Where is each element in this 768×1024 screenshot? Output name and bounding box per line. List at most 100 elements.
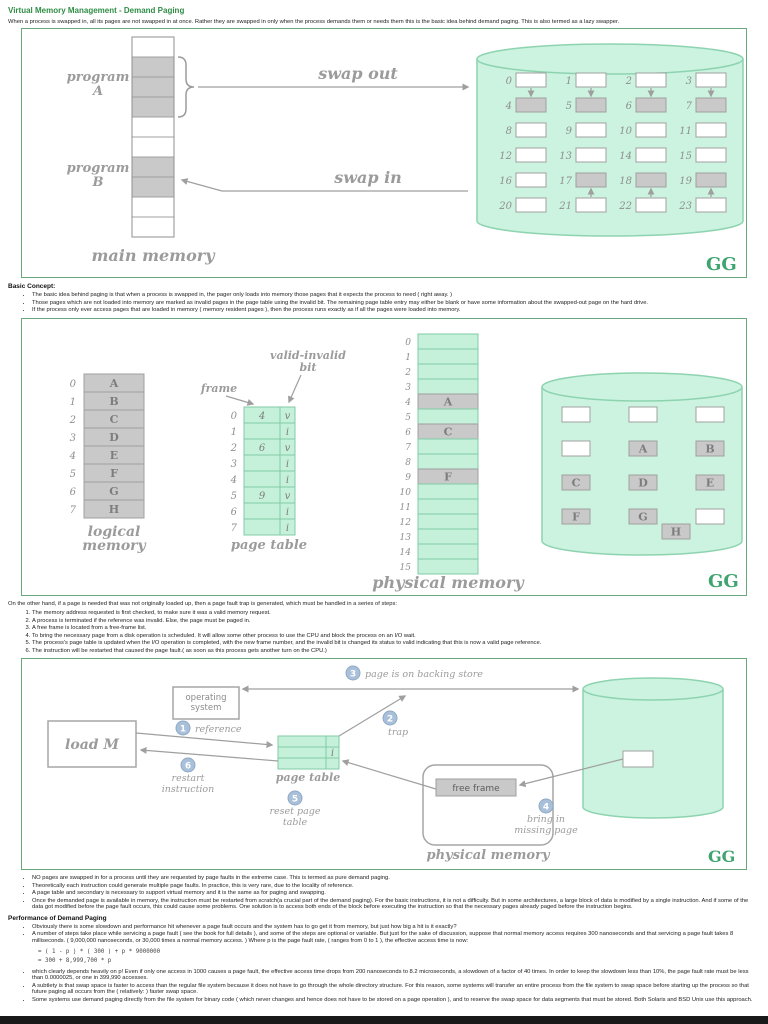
pure-demand-list: NO pages are swapped in for a process un… <box>8 875 760 910</box>
disk-block <box>515 122 547 138</box>
disk-block-number: 12 <box>499 151 512 162</box>
basic-concept-list: The basic idea behind paging is that whe… <box>8 292 760 313</box>
logical-memory-index: 6 <box>70 487 77 498</box>
frame-label: frame <box>200 382 237 395</box>
reference-arrow <box>135 732 274 749</box>
invalid-bit-value: i <box>331 748 334 759</box>
disk-block-number: 5 <box>566 101 572 112</box>
disk-block-number: 7 <box>686 101 693 112</box>
physical-memory-cell <box>417 348 479 365</box>
disk-cylinder-top <box>582 677 724 702</box>
physical-memory-cell <box>417 378 479 395</box>
reset-page-table-arrow <box>341 759 437 790</box>
disk-page-cell <box>695 406 725 423</box>
disk-block-number: 15 <box>679 151 692 162</box>
program-a-brace <box>177 56 195 119</box>
physical-memory-index: 4 <box>404 398 411 408</box>
disk-block <box>695 72 727 88</box>
step-3-number: 3 <box>350 670 356 680</box>
page-table-bit-value: v <box>285 491 291 502</box>
step-4: 4 bring in missing page <box>514 798 578 836</box>
physical-memory-letter: F <box>444 470 452 483</box>
page-table-index: 5 <box>231 491 237 502</box>
geeksforgeeks-logo: GG <box>708 847 735 866</box>
frame-pointer-arrow <box>225 395 255 406</box>
main-memory-cell <box>131 216 175 238</box>
program-b-label: B <box>92 175 104 190</box>
disk-block-number: 21 <box>558 201 572 212</box>
step-2-circle <box>382 710 398 726</box>
disk-block-number: 22 <box>618 201 632 212</box>
physical-memory-cell <box>417 558 479 575</box>
disk-block-number: 8 <box>506 126 512 137</box>
main-memory-label: main memory <box>91 246 216 265</box>
main-memory-cell <box>131 96 175 118</box>
physical-memory-cell <box>417 513 479 530</box>
numbered-step-item: A free frame is located from a free-fram… <box>32 625 760 631</box>
physical-memory-cell <box>417 498 479 515</box>
disk-block-number: 10 <box>619 126 632 137</box>
geeksforgeeks-logo: GG <box>708 571 739 592</box>
disk-block-number: 18 <box>619 176 632 187</box>
physical-memory-index: 1 <box>405 353 411 363</box>
disk-page-cell <box>561 474 591 491</box>
disk-page-cell <box>561 440 591 457</box>
performance-list-a: Obviously there is some slowdown and per… <box>8 924 760 944</box>
main-memory-cell <box>131 156 175 178</box>
list-item: which clearly depends heavily on p! Even… <box>32 969 760 982</box>
disk-block <box>575 197 607 213</box>
valid-invalid-bit-label: bit <box>300 361 317 374</box>
step-1-number: 1 <box>180 725 186 735</box>
logical-memory-letter: D <box>109 431 119 444</box>
physical-memory-index: 11 <box>400 503 411 513</box>
list-item: A number of steps take place while servi… <box>32 931 760 944</box>
main-memory-cell <box>131 56 175 78</box>
swap-out-label: swap out <box>317 64 398 83</box>
step-6-number: 6 <box>185 762 191 772</box>
physical-memory-label: physical memory <box>372 573 525 592</box>
page-table-cell <box>277 746 327 759</box>
physical-memory-cell <box>417 438 479 455</box>
disk-block <box>695 172 727 188</box>
logical-memory-index: 3 <box>70 433 76 444</box>
disk-page-cell <box>628 474 658 491</box>
free-frame-label: free frame <box>452 784 500 794</box>
disk-block <box>515 172 547 188</box>
disk-block-number: 2 <box>625 76 632 87</box>
page-table-cell <box>277 757 327 770</box>
main-memory-cell <box>131 116 175 138</box>
step-6: 6 restart instruction <box>162 757 214 795</box>
disk-block <box>515 72 547 88</box>
disk-block <box>575 72 607 88</box>
page-table-bit-value: i <box>286 523 289 534</box>
disk-block <box>695 147 727 163</box>
page-table-label: page table <box>276 771 340 784</box>
physical-memory-index: 9 <box>405 473 411 483</box>
physical-memory-index: 7 <box>405 443 411 453</box>
page-table-frame-cell <box>243 422 281 440</box>
physical-memory-index: 0 <box>405 338 411 348</box>
step-2-label: trap <box>388 727 408 738</box>
program-a-label: program <box>67 70 130 85</box>
operating-system-box <box>172 686 240 721</box>
geeksforgeeks-logo: GG <box>706 254 737 275</box>
performance-heading: Performance of Demand Paging <box>8 914 107 922</box>
logical-memory-index: 5 <box>70 469 76 480</box>
disk-block <box>695 122 727 138</box>
page-table-bit-value: v <box>285 443 291 454</box>
step-1: 1 reference <box>175 720 242 736</box>
page-table-index: 1 <box>231 427 237 438</box>
swap-in-label: swap in <box>333 168 402 187</box>
physical-memory-cell <box>417 363 479 380</box>
disk-block-number: 14 <box>619 151 632 162</box>
disk-block-number: 6 <box>626 101 633 112</box>
disk-block-number: 16 <box>499 176 512 187</box>
physical-memory-letter: C <box>444 425 453 438</box>
formula-line: = ( 1 - p ) * ( 300 ) + p * 9000000 <box>38 949 161 956</box>
